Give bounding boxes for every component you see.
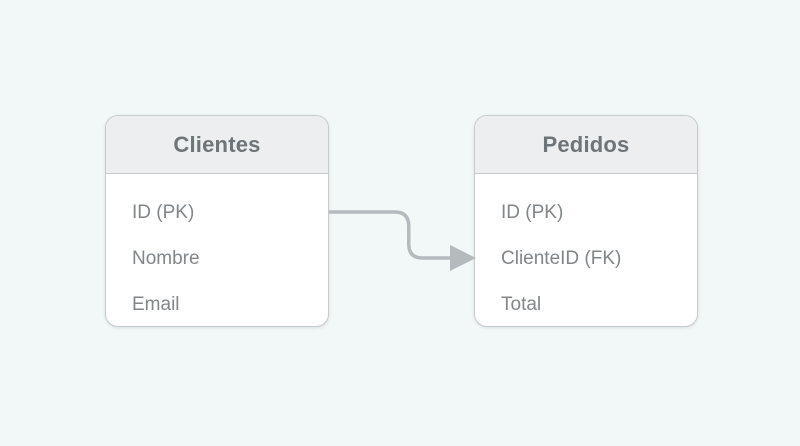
field-label-pedidos-total: Total — [501, 294, 542, 315]
entity-pedidos-header: Pedidos — [475, 116, 697, 174]
relationship-arrowhead-icon — [450, 245, 476, 271]
field-label-pedidos-id: ID (PK) — [501, 202, 564, 223]
relationship-line-clientes-pedidos[interactable] — [329, 210, 451, 260]
entity-clientes-title: Clientes — [173, 131, 261, 157]
field-row[interactable]: ID (PK) — [501, 190, 697, 236]
entity-clientes[interactable]: Clientes ID (PK) Nombre Email — [105, 115, 329, 327]
entity-clientes-fields: ID (PK) Nombre Email — [106, 174, 328, 326]
field-label-clientes-id: ID (PK) — [132, 202, 195, 223]
entity-pedidos[interactable]: Pedidos ID (PK) ClienteID (FK) Total — [474, 115, 698, 327]
field-label-clientes-email: Email — [132, 294, 180, 315]
entity-pedidos-fields: ID (PK) ClienteID (FK) Total — [475, 174, 697, 326]
field-row[interactable]: ClienteID (FK) — [501, 236, 697, 282]
field-label-pedidos-clienteid: ClienteID (FK) — [501, 248, 622, 269]
field-row[interactable]: Email — [132, 282, 328, 326]
field-row[interactable]: ID (PK) — [132, 190, 328, 236]
field-row[interactable]: Nombre — [132, 236, 328, 282]
entity-clientes-header: Clientes — [106, 116, 328, 174]
field-row[interactable]: Total — [501, 282, 697, 326]
entity-pedidos-title: Pedidos — [542, 131, 630, 157]
field-label-clientes-nombre: Nombre — [132, 248, 200, 269]
